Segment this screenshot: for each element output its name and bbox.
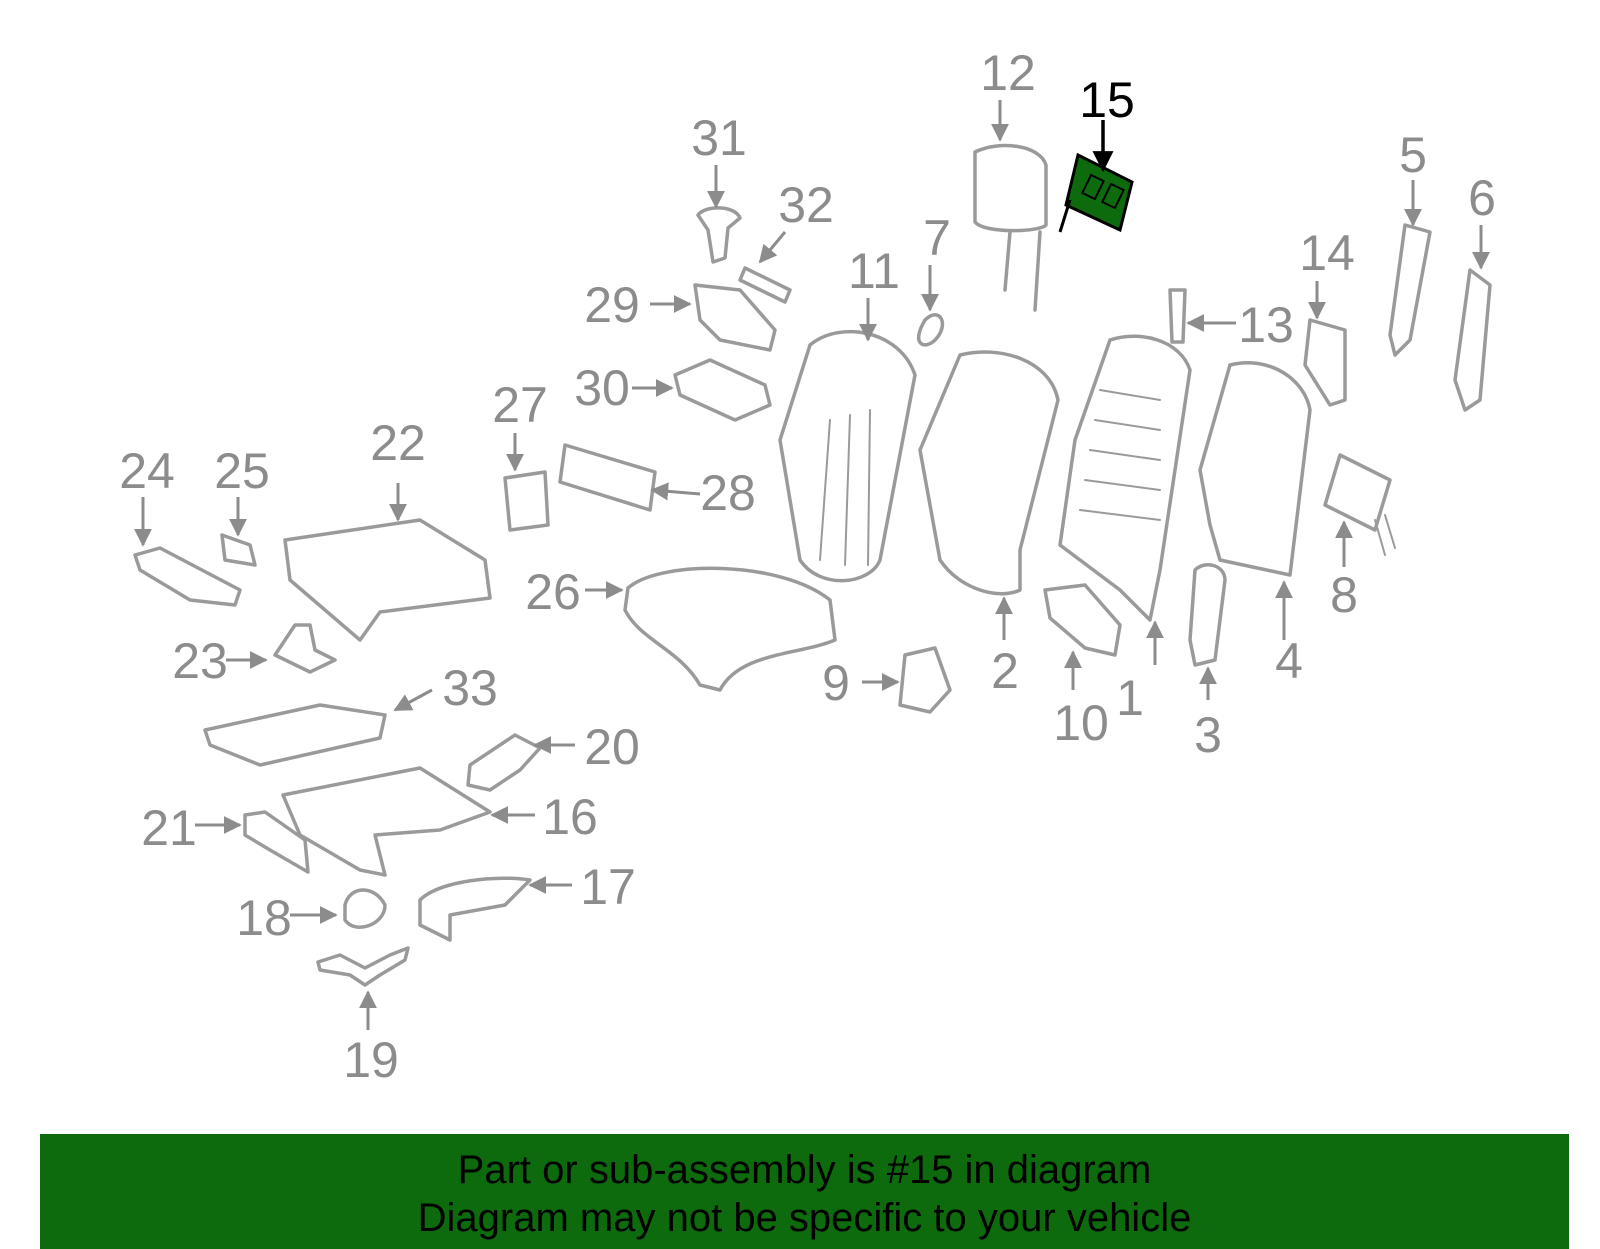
callout-26: 26 — [525, 564, 581, 620]
seat-pad-part-26 — [623, 566, 837, 692]
seat-frame-part-1 — [1058, 334, 1192, 622]
callout-32: 32 — [778, 177, 834, 233]
back-panel-part-4 — [1198, 361, 1312, 577]
trim-part-5 — [1388, 223, 1432, 357]
callout-10: 10 — [1053, 695, 1109, 751]
module-part-9 — [898, 646, 952, 714]
trim-part-17 — [418, 876, 532, 942]
bracket-part-21 — [243, 810, 310, 874]
clip-part-31 — [696, 206, 742, 264]
callout-4: 4 — [1275, 633, 1303, 689]
clip-part-13 — [1168, 288, 1187, 344]
backrest-pad-part-2 — [918, 350, 1060, 596]
bracket-part-23 — [273, 623, 337, 674]
callout-21: 21 — [141, 800, 197, 856]
callout-24: 24 — [119, 443, 175, 499]
trim-part-24 — [133, 546, 242, 607]
callout-14: 14 — [1299, 225, 1355, 281]
callout-17: 17 — [580, 859, 636, 915]
callout-27: 27 — [492, 377, 548, 433]
motor-part-10 — [1043, 583, 1122, 657]
callout-6: 6 — [1468, 170, 1496, 226]
callout-11: 11 — [848, 243, 900, 299]
callout-7: 7 — [923, 210, 951, 266]
cushion-cover-part-22 — [283, 518, 492, 642]
callout-labels: 1 2 3 4 5 6 7 8 9 10 11 12 13 14 15 16 1… — [119, 45, 1496, 1088]
callout-12: 12 — [980, 45, 1036, 101]
callout-15-highlighted: 15 — [1079, 72, 1135, 128]
part-drawings — [133, 143, 1492, 987]
callout-19: 19 — [343, 1032, 399, 1088]
callout-1: 1 — [1116, 670, 1144, 726]
airbag-part-3 — [1188, 563, 1227, 667]
callout-25: 25 — [214, 443, 270, 499]
callout-9: 9 — [822, 655, 850, 711]
highlighted-part-15[interactable] — [1058, 152, 1134, 233]
callout-28: 28 — [700, 465, 756, 521]
seat-pan-part-16 — [281, 766, 492, 877]
bracket-part-29 — [693, 283, 777, 352]
leader-arrows — [134, 100, 1490, 1030]
callout-29: 29 — [584, 277, 640, 333]
bracket-part-14 — [1303, 318, 1347, 407]
callout-18: 18 — [236, 890, 292, 946]
callout-5: 5 — [1399, 127, 1427, 183]
info-banner: Part or sub-assembly is #15 in diagram D… — [40, 1134, 1569, 1249]
callout-8: 8 — [1330, 567, 1358, 623]
heater-part-8 — [1323, 453, 1392, 532]
callout-20: 20 — [584, 719, 640, 775]
bracket-part-19 — [316, 946, 410, 987]
bracket-part-30 — [673, 358, 772, 422]
cover-part-27 — [503, 470, 550, 532]
callout-13: 13 — [1238, 297, 1294, 353]
banner-line-disclaimer: Diagram may not be specific to your vehi… — [417, 1196, 1192, 1240]
mat-part-33 — [203, 703, 387, 767]
callout-2: 2 — [991, 643, 1019, 699]
headrest-part — [973, 143, 1048, 312]
bracket-part-20 — [466, 733, 542, 792]
callout-31: 31 — [691, 110, 747, 166]
callout-33: 33 — [442, 660, 498, 716]
ring-part-7 — [917, 313, 945, 347]
callout-30: 30 — [574, 360, 630, 416]
backrest-cover-part-11 — [778, 329, 917, 583]
banner-line-part-number: Part or sub-assembly is #15 in diagram — [457, 1148, 1152, 1192]
callout-23: 23 — [172, 633, 228, 689]
motor-part-18 — [343, 888, 387, 929]
callout-22: 22 — [370, 415, 426, 471]
callout-16: 16 — [542, 789, 598, 845]
clip-part-25 — [220, 533, 257, 567]
trim-part-6 — [1453, 268, 1492, 412]
pin-part-32 — [738, 266, 792, 304]
panel-part-28 — [558, 443, 657, 512]
callout-3: 3 — [1194, 707, 1222, 763]
